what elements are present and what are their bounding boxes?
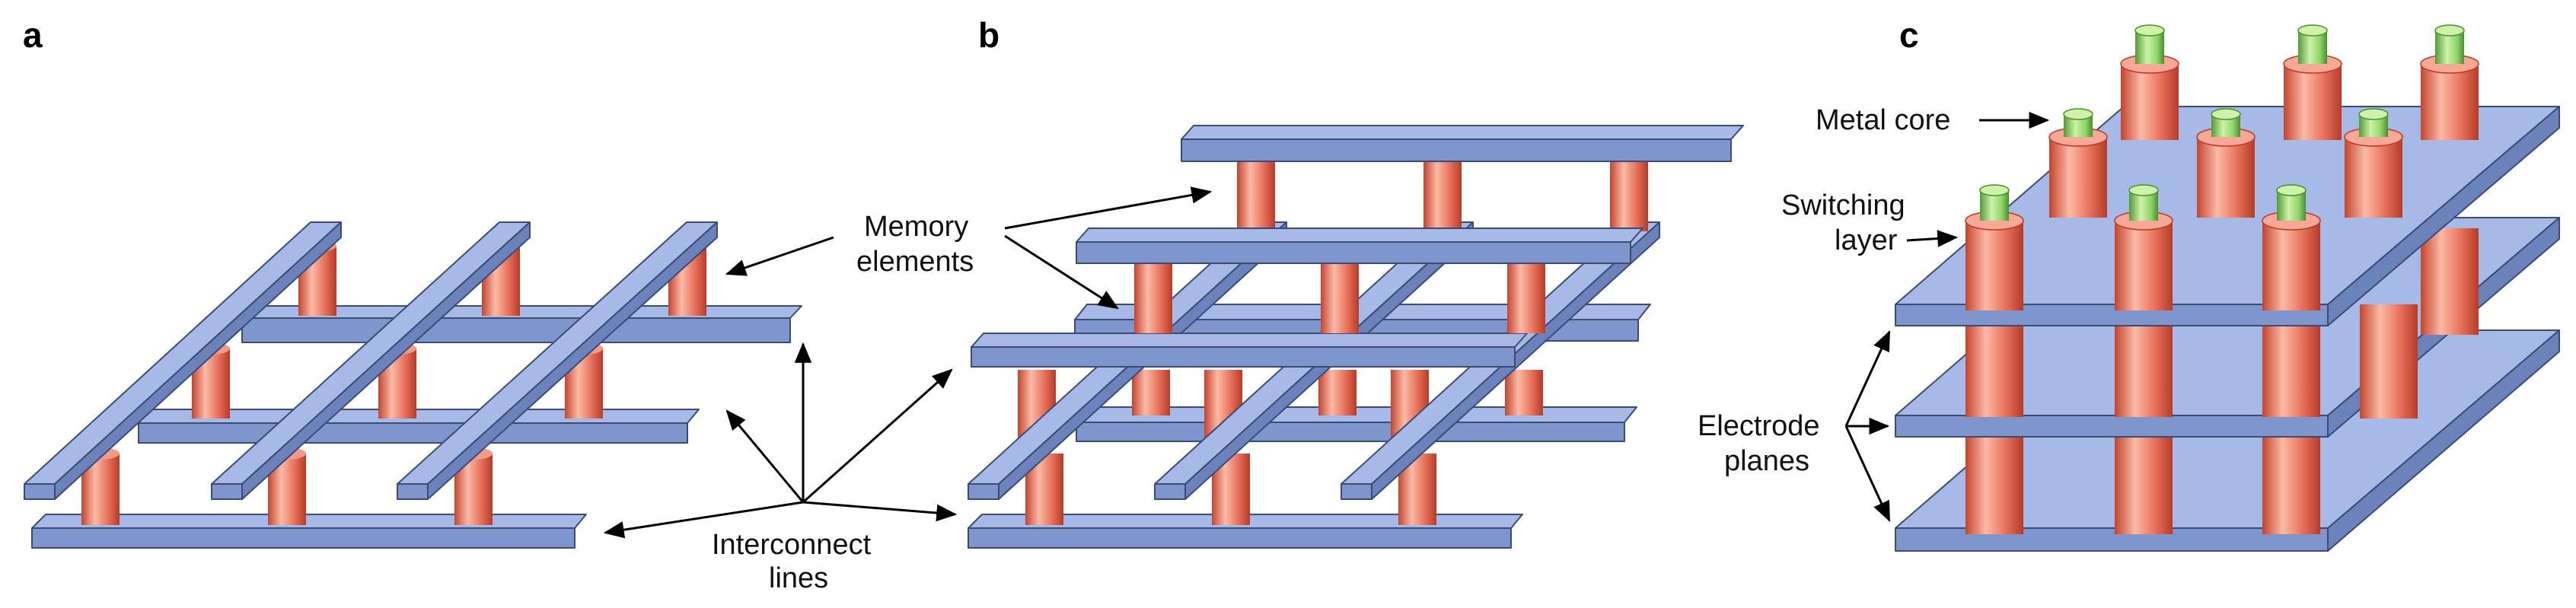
arrow-electrode-bottom — [1844, 425, 1891, 523]
label-interconnect-line2: lines — [769, 562, 828, 594]
pillars-lower-c — [1965, 437, 2320, 534]
label-switching-line1: Switching — [1781, 189, 1905, 221]
label-memory-line2: elements — [856, 246, 974, 278]
arrow-memory-b-upper — [1004, 186, 1213, 230]
annotations: Memory elements Interconnect lines Metal… — [603, 104, 2050, 594]
memory-element-pillars-b-upper — [1134, 161, 1648, 333]
arrow-memory-a — [725, 236, 834, 276]
label-metal-core: Metal core — [1816, 104, 1950, 136]
arrow-memory-b-lower — [1004, 234, 1119, 310]
label-electrode-line2: planes — [1724, 445, 1809, 477]
arrow-electrode-top — [1844, 329, 1891, 427]
label-switching-line2: layer — [1835, 224, 1898, 256]
label-electrode-line1: Electrode — [1698, 410, 1820, 442]
pillars-middle-c — [1965, 228, 2479, 419]
panel-c-3d-vertical-stack — [1895, 24, 2560, 552]
panel-b-stacked-crossbar — [968, 125, 1744, 549]
label-memory-line1: Memory — [864, 211, 968, 243]
panel-a-crossbar — [24, 221, 802, 549]
arrow-interconnect-5 — [802, 501, 958, 522]
pillars-top-c — [1965, 24, 2479, 310]
interconnect-lines-a — [24, 221, 718, 500]
panel-label-c: c — [1899, 15, 1919, 55]
arrow-interconnect-3 — [603, 501, 804, 539]
panel-label-b: b — [978, 15, 999, 55]
label-interconnect-line1: Interconnect — [712, 529, 872, 561]
panel-label-a: a — [23, 15, 43, 55]
arrow-interconnect-4 — [802, 368, 953, 504]
arrow-switching-layer — [1906, 230, 1959, 247]
arrow-interconnect-2 — [725, 409, 805, 503]
